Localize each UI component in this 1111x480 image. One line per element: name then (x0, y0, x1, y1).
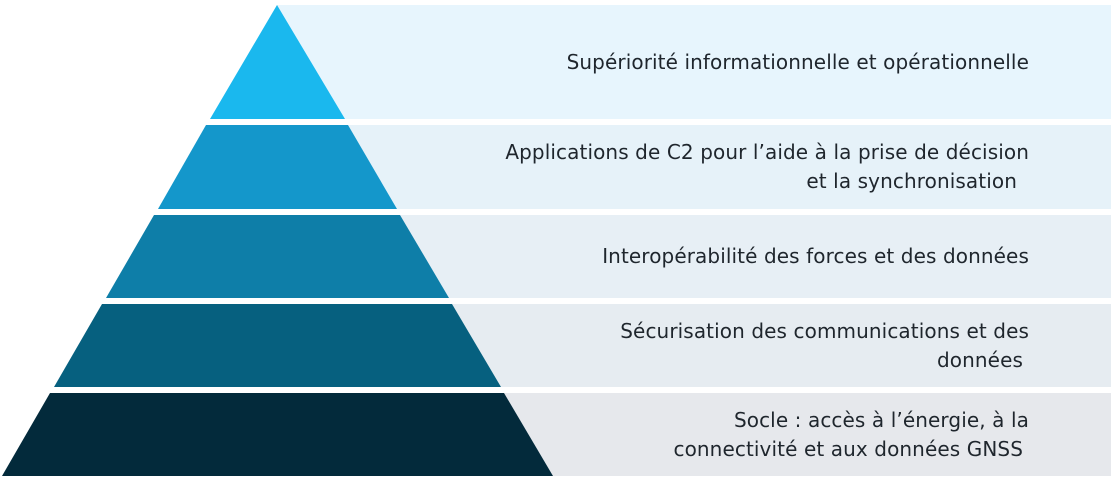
layer-4-label-line-1: Sécurisation des communications et des (620, 318, 1029, 343)
pyramid-layer-5 (2, 393, 553, 476)
layer-4-label-line-2: données (936, 347, 1023, 372)
layer-5-label-line-1: Socle : accès à l’énergie, à la (733, 407, 1029, 432)
pyramid-layer-3 (106, 215, 449, 298)
layer-2-label-line-1: Applications de C2 pour l’aide à la pris… (505, 140, 1029, 164)
band-layer-2: Applications de C2 pour l’aide à la pris… (277, 125, 1111, 209)
layer-5-label-line-2: connectivité et aux données GNSS (673, 436, 1023, 461)
pyramid-layer-2 (158, 125, 397, 209)
layer-3-label: Interopérabilité des forces et des donné… (602, 244, 1029, 268)
layer-1-label: Supériorité informationnelle et opératio… (566, 49, 1029, 74)
layer-2-label-line-2: et la synchronisation (806, 169, 1017, 193)
pyramid-layer-1 (210, 5, 345, 119)
band-layer-1: Supériorité informationnelle et opératio… (277, 5, 1111, 119)
pyramid-layer-4 (54, 304, 501, 387)
